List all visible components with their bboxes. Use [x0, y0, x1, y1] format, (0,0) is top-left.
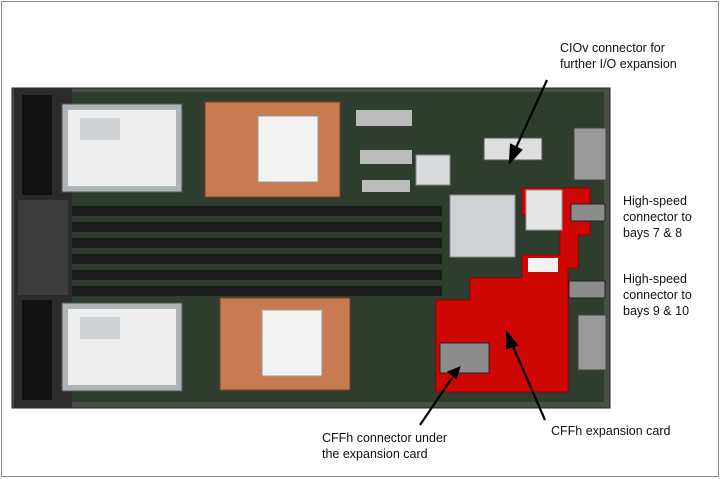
high-speed-connector-7-8-label: High-speed connector to bays 7 & 8 — [623, 194, 692, 240]
ciov-arrowhead — [508, 143, 523, 166]
connector-strip-2 — [360, 150, 412, 164]
expansion-card-block — [528, 258, 558, 272]
chipset-heatsink — [449, 194, 516, 258]
hard-drive-bottom — [61, 302, 183, 392]
high-speed-connector-9-10-marker — [568, 280, 606, 299]
callout-arrows — [419, 79, 549, 426]
rear-connector-bottom — [577, 314, 607, 371]
cpu-heatsink-top — [204, 101, 341, 198]
high-speed-connector-7-8-marker — [570, 203, 606, 222]
cffh-expansion-card-label: CFFh expansion card — [551, 424, 671, 438]
high-speed-connector-9-10-label: High-speed connector to bays 9 & 10 — [623, 272, 692, 318]
cffh-connector-arrowhead — [446, 366, 461, 380]
connector-strip-1 — [356, 110, 412, 126]
cffh-connector-marker — [439, 342, 490, 374]
ciov-connector-label: CIOv connector for further I/O expansion — [560, 41, 677, 71]
cffh-connector-arrow — [419, 377, 453, 426]
bezel-handle-bottom — [22, 300, 52, 400]
bezel-mid — [18, 200, 68, 295]
cffh-card-arrow — [510, 343, 547, 421]
ciov-arrow — [513, 79, 549, 151]
bezel-handle-top — [22, 95, 52, 195]
expansion-card-heatsink — [525, 189, 563, 231]
rear-connector-top — [573, 127, 607, 181]
cpu-heatsink-bottom — [219, 297, 351, 391]
connector-strip-3 — [362, 180, 410, 192]
hard-drive-top — [61, 103, 183, 193]
cffh-connector-label: CFFh connector under the expansion card — [322, 431, 448, 461]
cffh-expansion-card-shape — [435, 187, 591, 393]
small-heatsink — [415, 154, 451, 186]
dimm-bank — [72, 206, 442, 296]
cffh-card-arrowhead — [505, 329, 519, 350]
